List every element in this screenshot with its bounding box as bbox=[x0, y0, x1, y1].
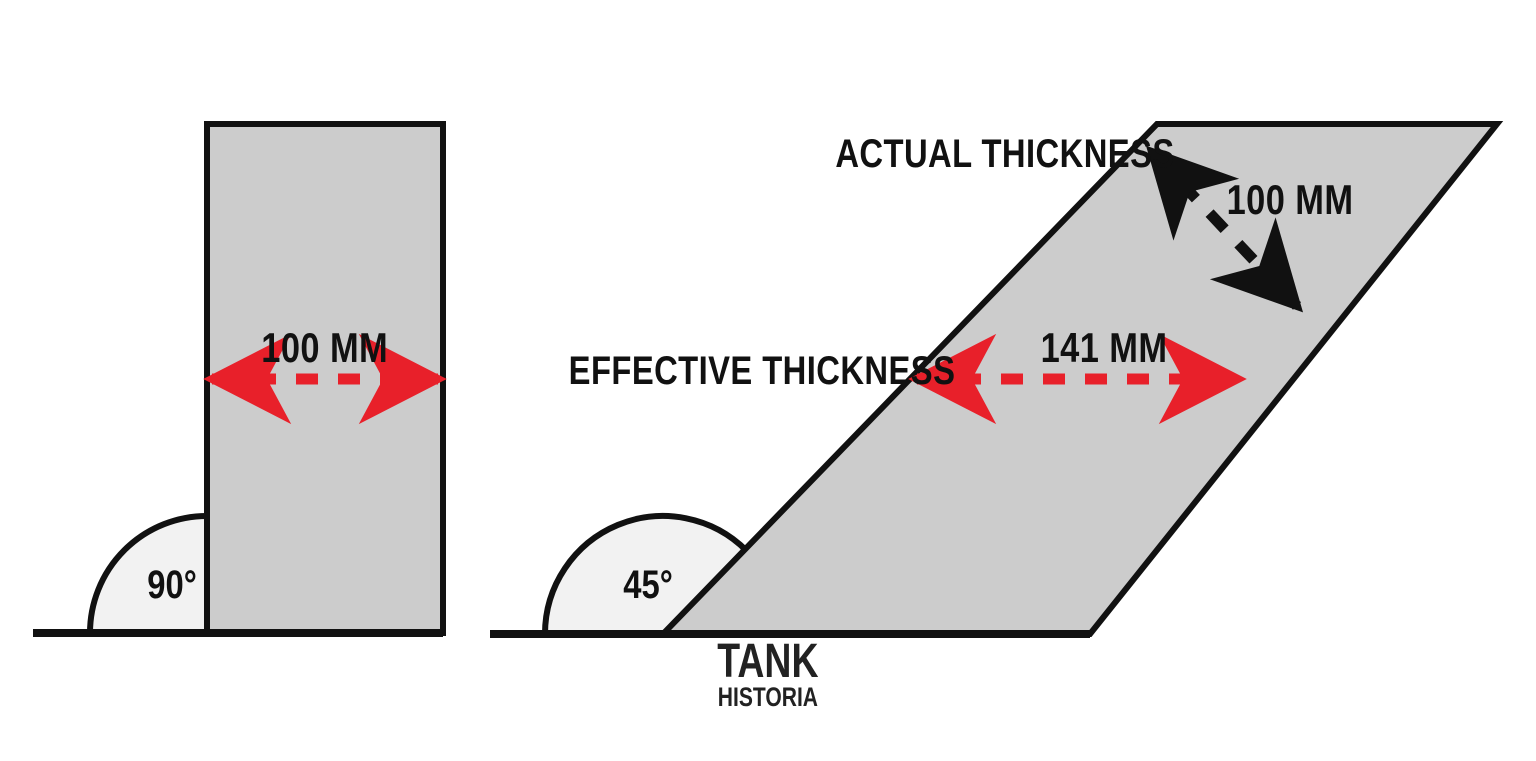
brand-line-1: TANK bbox=[717, 635, 818, 689]
right-angle-label: 45° bbox=[623, 562, 673, 607]
vertical-armor-plate bbox=[204, 121, 446, 636]
left-angle-label: 90° bbox=[147, 562, 197, 607]
actual-thickness-caption: ACTUAL THICKNESS bbox=[835, 131, 1174, 176]
brand-watermark: TANK HISTORIA bbox=[717, 635, 818, 713]
effective-thickness-label: 141 MM bbox=[1041, 325, 1168, 372]
angle-arc-45 bbox=[542, 513, 750, 637]
actual-thickness-label: 100 MM bbox=[1227, 177, 1354, 224]
angle-wedge-90 bbox=[90, 516, 207, 633]
angle-arc-90 bbox=[87, 513, 210, 636]
angle-wedge-45-lower bbox=[545, 516, 663, 634]
left-thickness-label: 100 MM bbox=[261, 325, 388, 372]
left-figure-group: 100 MM 90° bbox=[33, 121, 447, 637]
right-figure-group: ACTUAL THICKNESS 100 MM EFFECTIVE THICKN… bbox=[490, 121, 1504, 638]
effective-thickness-caption: EFFECTIVE THICKNESS bbox=[569, 348, 956, 393]
brand-line-2: HISTORIA bbox=[718, 683, 818, 713]
actual-thickness-arrow bbox=[1145, 145, 1304, 313]
